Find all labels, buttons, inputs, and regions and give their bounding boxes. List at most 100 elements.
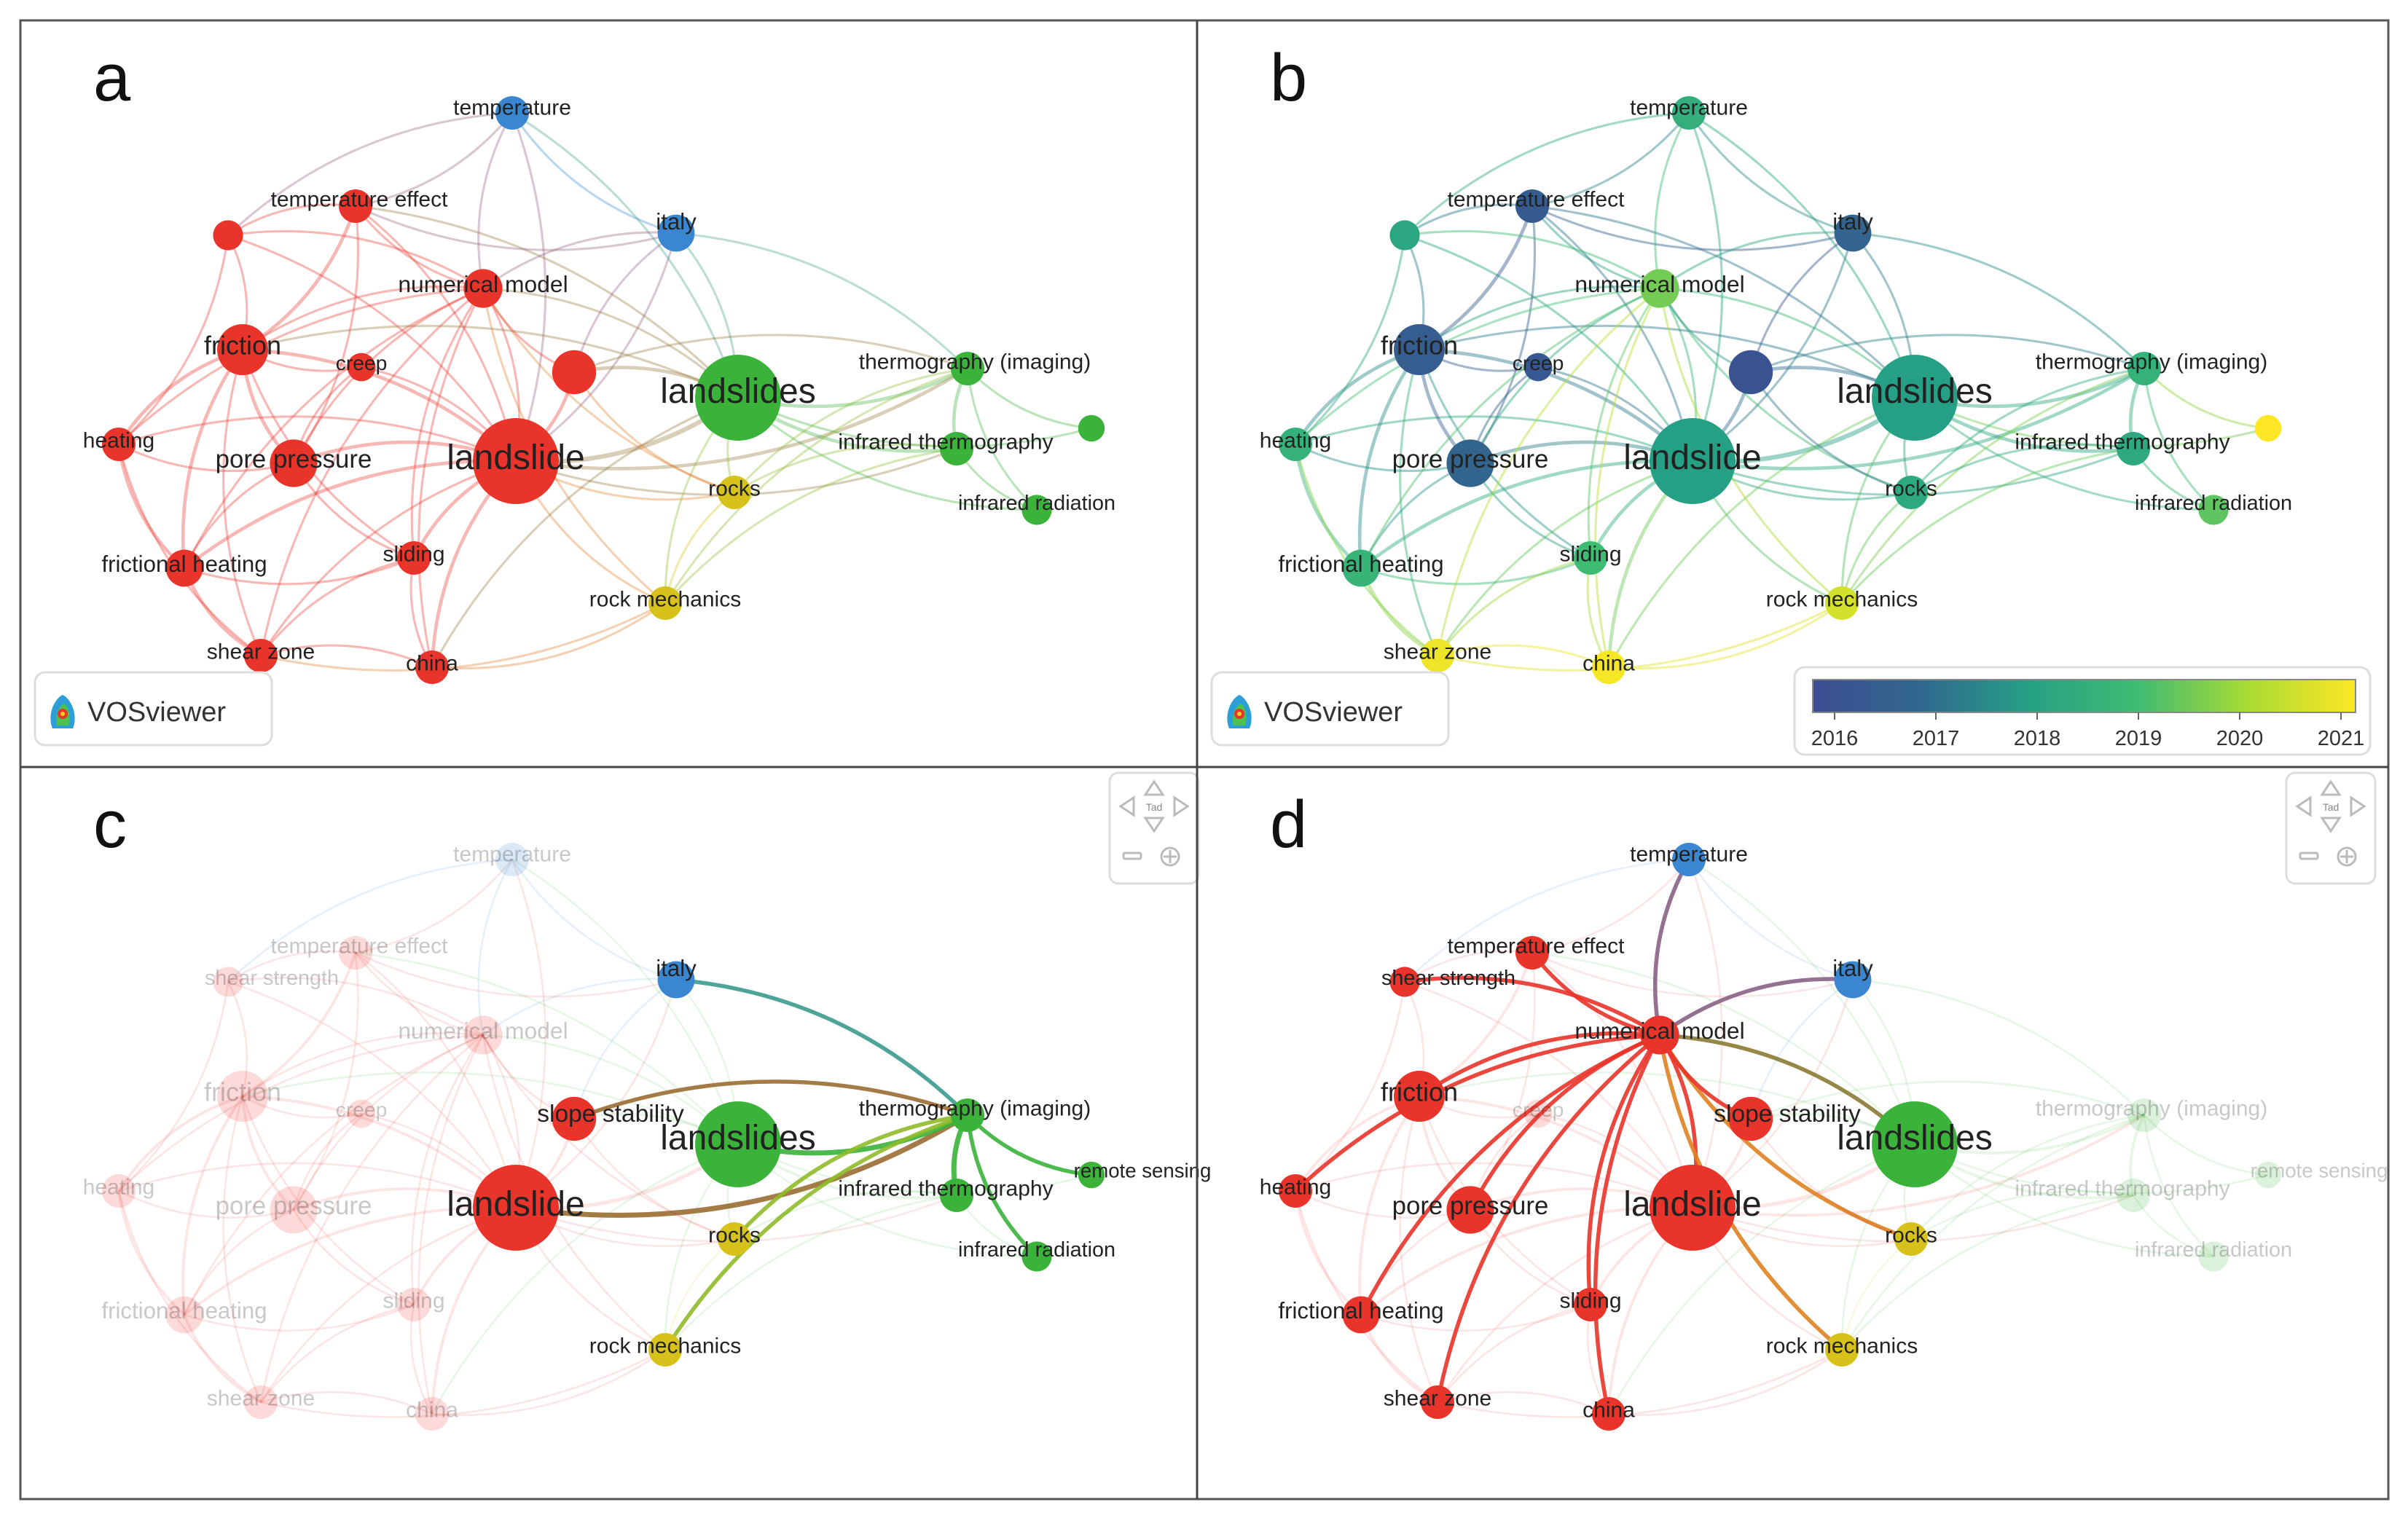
node-rocks[interactable] bbox=[718, 1222, 751, 1256]
node-shear-zone[interactable] bbox=[244, 1385, 278, 1419]
pan-down-icon[interactable] bbox=[1143, 817, 1165, 833]
node-friction[interactable] bbox=[217, 324, 268, 375]
node-landslide[interactable] bbox=[473, 1165, 559, 1251]
node-slope-stability[interactable] bbox=[552, 1096, 597, 1141]
node-sliding[interactable] bbox=[1574, 1288, 1607, 1321]
node-friction[interactable] bbox=[1394, 324, 1445, 375]
node-frictional-heating[interactable] bbox=[1342, 549, 1380, 587]
node-temperature-effect[interactable] bbox=[1515, 189, 1549, 223]
node-landslides[interactable] bbox=[1872, 355, 1958, 441]
node-temperature[interactable] bbox=[1672, 96, 1706, 130]
node-frictional-heating[interactable] bbox=[165, 549, 203, 587]
node-italy[interactable] bbox=[657, 961, 695, 999]
node-temperature-effect[interactable] bbox=[339, 936, 372, 970]
node-china[interactable] bbox=[1592, 650, 1625, 684]
node-heating[interactable] bbox=[102, 1174, 136, 1208]
node-creep[interactable] bbox=[1523, 1099, 1553, 1128]
node-rock-mechanics[interactable] bbox=[648, 586, 682, 620]
node-rock-mechanics[interactable] bbox=[648, 1333, 682, 1366]
node-temperature[interactable] bbox=[495, 843, 529, 876]
node-remote-sensing[interactable] bbox=[1078, 1161, 1105, 1189]
node-rocks[interactable] bbox=[1894, 1222, 1928, 1256]
node-infrared-radiation[interactable] bbox=[2198, 495, 2229, 525]
node-numerical-model[interactable] bbox=[1640, 1015, 1679, 1055]
zoom-out-icon[interactable] bbox=[1122, 852, 1142, 860]
node-thermography-imaging[interactable] bbox=[2127, 1098, 2161, 1132]
node-rock-mechanics[interactable] bbox=[1825, 1333, 1859, 1366]
node-sliding[interactable] bbox=[397, 541, 431, 575]
pan-right-icon[interactable] bbox=[2350, 795, 2366, 817]
node-remote-sensing[interactable] bbox=[1078, 414, 1105, 442]
node-temperature[interactable] bbox=[1672, 843, 1706, 876]
node-infrared-thermography[interactable] bbox=[940, 1179, 973, 1212]
node-pore-pressure[interactable] bbox=[1446, 1186, 1494, 1234]
zoom-in-icon[interactable] bbox=[2340, 850, 2353, 863]
node-shear-strength[interactable] bbox=[213, 220, 243, 251]
node-creep[interactable] bbox=[347, 353, 376, 382]
node-landslide[interactable] bbox=[1650, 418, 1736, 504]
node-frictional-heating[interactable] bbox=[165, 1296, 203, 1334]
node-remote-sensing[interactable] bbox=[2254, 414, 2282, 442]
pan-left-icon[interactable] bbox=[1118, 795, 1135, 817]
node-infrared-radiation[interactable] bbox=[1021, 495, 1052, 525]
node-remote-sensing[interactable] bbox=[2254, 1161, 2282, 1189]
node-frictional-heating[interactable] bbox=[1342, 1296, 1380, 1334]
node-rock-mechanics[interactable] bbox=[1825, 586, 1859, 620]
node-thermography-imaging[interactable] bbox=[951, 352, 984, 385]
node-friction[interactable] bbox=[217, 1071, 268, 1122]
node-slope-stability[interactable] bbox=[1728, 1096, 1773, 1141]
node-infrared-thermography[interactable] bbox=[2117, 432, 2150, 465]
node-slope-stability[interactable] bbox=[1728, 350, 1773, 395]
node-rocks[interactable] bbox=[1894, 476, 1928, 509]
node-shear-zone[interactable] bbox=[1421, 639, 1454, 672]
node-landslides[interactable] bbox=[695, 355, 781, 441]
pan-up-icon[interactable] bbox=[1143, 779, 1165, 796]
node-china[interactable] bbox=[1592, 1397, 1625, 1431]
node-rocks[interactable] bbox=[718, 476, 751, 509]
node-shear-zone[interactable] bbox=[244, 639, 278, 672]
node-infrared-radiation[interactable] bbox=[1021, 1241, 1052, 1272]
node-heating[interactable] bbox=[102, 428, 136, 461]
node-china[interactable] bbox=[415, 650, 449, 684]
node-shear-strength[interactable] bbox=[1389, 967, 1420, 997]
pan-up-icon[interactable] bbox=[2320, 779, 2342, 796]
node-infrared-radiation[interactable] bbox=[2198, 1241, 2229, 1272]
node-numerical-model[interactable] bbox=[463, 269, 503, 308]
node-sliding[interactable] bbox=[1574, 541, 1607, 575]
node-numerical-model[interactable] bbox=[463, 1015, 503, 1055]
node-thermography-imaging[interactable] bbox=[2127, 352, 2161, 385]
node-landslides[interactable] bbox=[695, 1101, 781, 1187]
pan-down-icon[interactable] bbox=[2320, 817, 2342, 833]
node-heating[interactable] bbox=[1279, 1174, 1312, 1208]
zoom-in-icon[interactable] bbox=[1164, 850, 1177, 863]
node-numerical-model[interactable] bbox=[1640, 269, 1679, 308]
node-landslide[interactable] bbox=[1650, 1165, 1736, 1251]
node-heating[interactable] bbox=[1279, 428, 1312, 461]
node-creep[interactable] bbox=[1523, 353, 1553, 382]
vosviewer-logo[interactable]: VOSviewer bbox=[1210, 671, 1450, 747]
node-shear-strength[interactable] bbox=[213, 967, 243, 997]
pan-left-icon[interactable] bbox=[2295, 795, 2312, 817]
node-infrared-thermography[interactable] bbox=[940, 432, 973, 465]
node-shear-strength[interactable] bbox=[1389, 220, 1420, 251]
node-landslide[interactable] bbox=[473, 418, 559, 504]
node-temperature-effect[interactable] bbox=[339, 189, 372, 223]
node-thermography-imaging[interactable] bbox=[951, 1098, 984, 1132]
node-temperature[interactable] bbox=[495, 96, 529, 130]
node-italy[interactable] bbox=[1834, 961, 1872, 999]
vosviewer-logo[interactable]: VOSviewer bbox=[34, 671, 273, 747]
node-landslides[interactable] bbox=[1872, 1101, 1958, 1187]
node-sliding[interactable] bbox=[397, 1288, 431, 1321]
node-italy[interactable] bbox=[1834, 214, 1872, 252]
node-pore-pressure[interactable] bbox=[270, 1186, 318, 1234]
node-china[interactable] bbox=[415, 1397, 449, 1431]
node-pore-pressure[interactable] bbox=[270, 439, 318, 487]
pan-right-icon[interactable] bbox=[1173, 795, 1190, 817]
node-shear-zone[interactable] bbox=[1421, 1385, 1454, 1419]
node-temperature-effect[interactable] bbox=[1515, 936, 1549, 970]
node-italy[interactable] bbox=[657, 214, 695, 252]
node-friction[interactable] bbox=[1394, 1071, 1445, 1122]
node-pore-pressure[interactable] bbox=[1446, 439, 1494, 487]
node-infrared-thermography[interactable] bbox=[2117, 1179, 2150, 1212]
node-slope-stability[interactable] bbox=[552, 350, 597, 395]
